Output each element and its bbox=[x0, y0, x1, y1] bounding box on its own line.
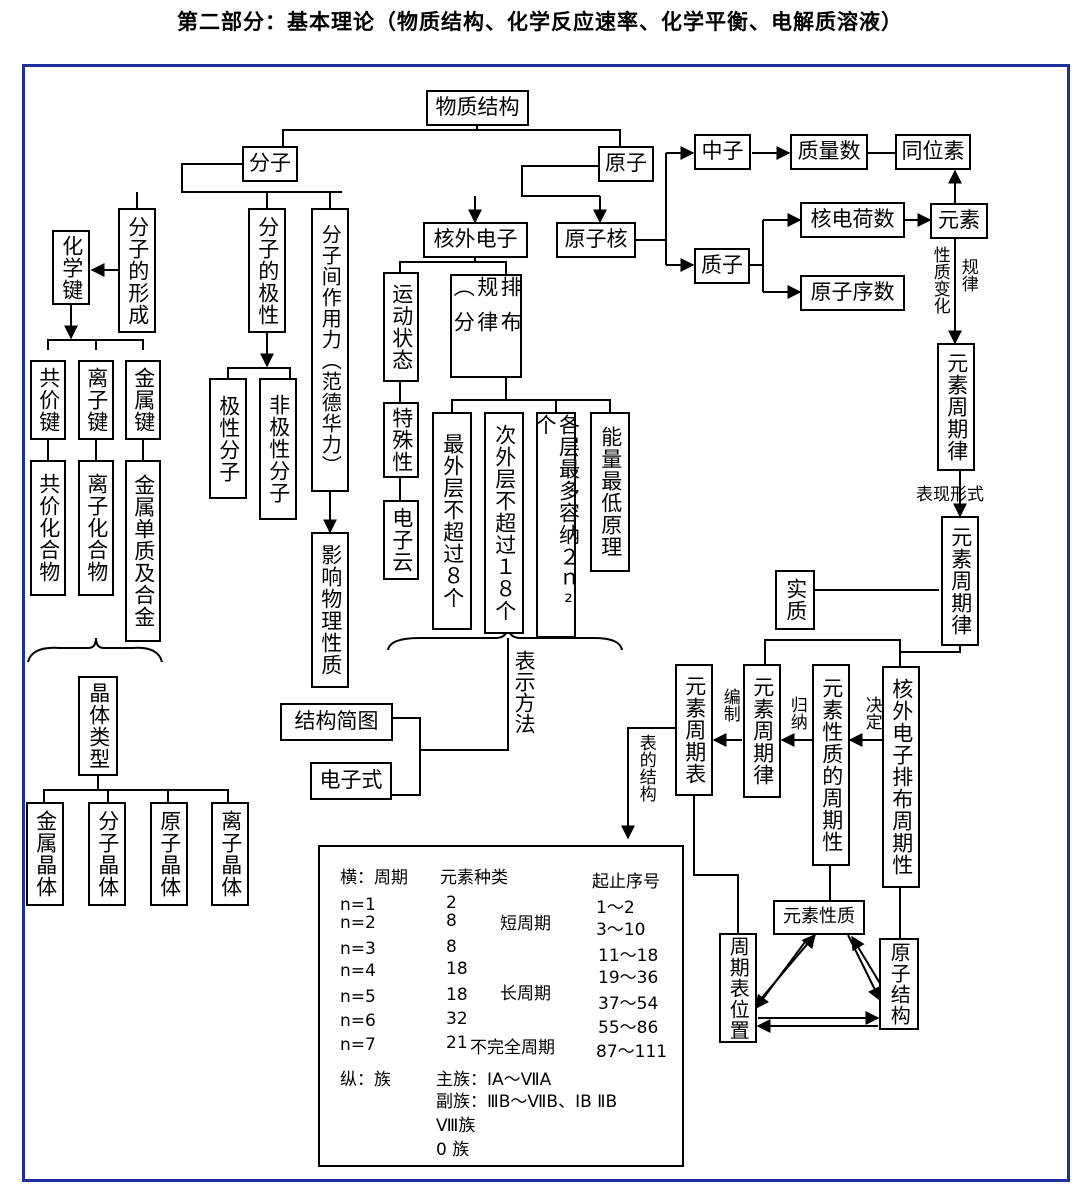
node-crystal-type: 晶体类型 bbox=[78, 676, 118, 776]
node-element-periodicity: 元素性质的周期性 bbox=[812, 664, 850, 866]
label-determine: 决定 bbox=[861, 696, 882, 730]
node-electron-cloud: 电子云 bbox=[383, 500, 419, 580]
group-label: 纵：族 bbox=[340, 1070, 391, 1090]
period-count: 21 bbox=[446, 1033, 468, 1053]
period-count: 8 bbox=[446, 937, 457, 957]
period-n: n=6 bbox=[340, 1011, 376, 1031]
node-atomic-number: 原子序数 bbox=[800, 275, 905, 311]
node-structure-diagram: 结构简图 bbox=[280, 703, 393, 741]
node-covalent-bond: 共价键 bbox=[30, 360, 66, 440]
period-range: 3～10 bbox=[596, 920, 646, 940]
node-outer-layer-rule: 最外层不超过８个 bbox=[432, 412, 472, 630]
node-periodic-law-3: 元素周期律 bbox=[743, 664, 781, 798]
period-range: 87～111 bbox=[596, 1042, 668, 1062]
node-periodic-table: 元素周期表 bbox=[675, 664, 713, 796]
period-range: 55～86 bbox=[598, 1018, 659, 1038]
node-periodic-law: 元素周期律 bbox=[937, 343, 975, 471]
label-compile: 编制 bbox=[719, 688, 740, 722]
node-isotope: 同位素 bbox=[895, 134, 971, 170]
node-ionic-compound: 离子化合物 bbox=[78, 460, 114, 596]
node-proton: 质子 bbox=[694, 248, 750, 284]
node-atom: 原子 bbox=[598, 146, 654, 182]
node-mass-number: 质量数 bbox=[790, 134, 868, 170]
period-range: 37～54 bbox=[598, 994, 659, 1014]
node-electron-periodicity: 核外电子排布周期性 bbox=[882, 666, 920, 888]
node-atomic-structure: 原子结构 bbox=[879, 938, 919, 1030]
node-element-property: 元素性质 bbox=[773, 900, 865, 935]
period-n: n=5 bbox=[340, 987, 376, 1007]
node-special: 特殊性 bbox=[383, 402, 419, 478]
period-count: 18 bbox=[446, 959, 468, 979]
page-title: 第二部分：基本理论（物质结构、化学反应速率、化学平衡、电解质溶液） bbox=[177, 10, 903, 34]
label-induce: 归纳 bbox=[786, 696, 807, 730]
incomplete-period-label: 不完全周期 bbox=[470, 1038, 555, 1058]
node-max-capacity-rule: 各层最多容纳２ｎ²个 bbox=[533, 412, 581, 638]
node-nonpolar-molecule: 非极性分子 bbox=[259, 378, 297, 520]
sub-group: 副族：ⅢB～ⅦB、ⅠB ⅡB bbox=[436, 1092, 618, 1112]
main-group: 主族：ⅠA～ⅦA bbox=[436, 1070, 552, 1090]
label-representation: 表示方法 bbox=[512, 650, 537, 734]
label-property-change: 性质变化 bbox=[929, 246, 950, 314]
node-material-structure: 物质结构 bbox=[426, 90, 529, 126]
node-metal-crystal: 金属晶体 bbox=[26, 802, 64, 906]
period-n: n=1 bbox=[340, 895, 376, 915]
node-atomic-crystal: 原子晶体 bbox=[150, 802, 188, 906]
node-nucleus: 原子核 bbox=[556, 222, 636, 258]
group-0: 0 族 bbox=[436, 1140, 470, 1160]
node-intermolecular-force: 分子间作用力（范德华力） bbox=[311, 208, 349, 492]
periodic-table-structure: 横：周期 元素种类 起止序号 n=1 n=2 n=3 n=4 n=5 n=6 n… bbox=[318, 845, 684, 1167]
label-expression-form: 表现形式 bbox=[916, 485, 984, 505]
period-n: n=4 bbox=[340, 961, 376, 981]
node-second-outer-rule: 次外层不超过１８个 bbox=[484, 412, 524, 634]
node-molecule-formation: 分子的形成 bbox=[118, 208, 156, 333]
node-molecule-polarity: 分子的极性 bbox=[248, 208, 286, 333]
node-extranuclear-electron: 核外电子 bbox=[423, 222, 528, 258]
label-table-structure: 表的结构 bbox=[635, 734, 656, 802]
node-neutron: 中子 bbox=[694, 134, 751, 170]
node-ionic-crystal: 离子晶体 bbox=[211, 802, 249, 906]
period-count: 8 bbox=[446, 911, 457, 931]
node-table-position: 周期表位置 bbox=[719, 933, 757, 1043]
node-polar-molecule: 极性分子 bbox=[209, 378, 247, 499]
diagram-frame bbox=[22, 64, 1070, 1182]
period-count: 32 bbox=[446, 1009, 468, 1029]
node-physical-property: 影响物理性质 bbox=[311, 532, 349, 688]
node-ionic-bond: 离子键 bbox=[78, 360, 114, 440]
table-header-count: 元素种类 bbox=[440, 868, 508, 888]
period-n: n=2 bbox=[340, 913, 376, 933]
label-rule: 规律 bbox=[957, 258, 978, 292]
node-chemical-bond: 化学键 bbox=[52, 230, 90, 305]
period-range: 19～36 bbox=[598, 968, 659, 988]
node-lowest-energy: 能量最低原理 bbox=[590, 412, 630, 572]
node-molecule: 分子 bbox=[242, 146, 298, 182]
period-range: 1～2 bbox=[596, 898, 635, 918]
node-arrangement-rule: 排布规律（分 bbox=[450, 274, 522, 378]
node-molecular-crystal: 分子晶体 bbox=[88, 802, 126, 906]
node-nuclear-charge: 核电荷数 bbox=[800, 202, 905, 238]
node-metallic-bond: 金属键 bbox=[125, 360, 161, 440]
table-header-period: 横：周期 bbox=[340, 868, 408, 888]
long-period-label: 长周期 bbox=[500, 984, 551, 1004]
node-electron-formula: 电子式 bbox=[310, 762, 392, 800]
node-essence: 实质 bbox=[775, 570, 815, 630]
node-covalent-compound: 共价化合物 bbox=[30, 460, 66, 596]
period-n: n=3 bbox=[340, 939, 376, 959]
period-range: 11～18 bbox=[598, 946, 659, 966]
node-metal-alloy: 金属单质及合金 bbox=[125, 460, 161, 642]
period-n: n=7 bbox=[340, 1035, 376, 1055]
table-header-range: 起止序号 bbox=[592, 872, 660, 892]
group-8: Ⅷ族 bbox=[436, 1116, 476, 1136]
node-motion-state: 运动状态 bbox=[383, 272, 419, 382]
node-element: 元素 bbox=[930, 203, 988, 239]
short-period-label: 短周期 bbox=[500, 914, 551, 934]
node-periodic-law-2: 元素周期律 bbox=[941, 516, 979, 646]
period-count: 2 bbox=[446, 893, 457, 913]
period-count: 18 bbox=[446, 985, 468, 1005]
